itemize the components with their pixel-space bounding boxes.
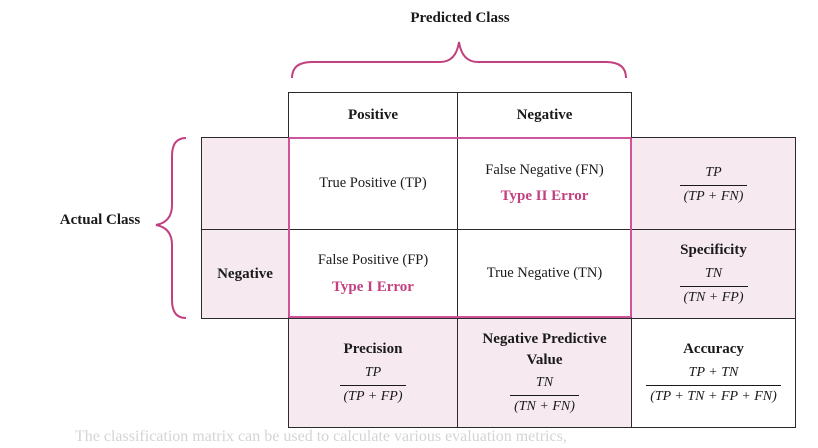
top-brace xyxy=(291,41,627,79)
header-positive: Positive xyxy=(288,92,458,138)
cell-precision: Precision TP (TP + FP) xyxy=(288,318,458,428)
row-label-positive xyxy=(201,137,289,230)
npv-formula: TN (TN + FN) xyxy=(510,374,579,417)
specificity-formula: TN (TN + FP) xyxy=(679,265,748,308)
type-ii-error: Type II Error xyxy=(500,188,589,205)
left-brace xyxy=(155,137,187,319)
cell-sensitivity: TP (TP + FN) xyxy=(631,137,796,230)
type-i-error: Type I Error xyxy=(332,278,414,295)
header-negative: Negative xyxy=(457,92,632,138)
actual-class-label: Actual Class xyxy=(59,212,141,228)
row-label-negative: Negative xyxy=(201,229,289,319)
cell-false-negative: False Negative (FN) Type II Error xyxy=(457,137,632,230)
cell-npv: Negative Predictive Value TN (TN + FN) xyxy=(457,318,632,428)
footer-caption: The classification matrix can be used to… xyxy=(75,428,567,445)
precision-formula: TP (TP + FP) xyxy=(339,364,407,407)
cell-specificity: Specificity TN (TN + FP) xyxy=(631,229,796,319)
cell-true-negative: True Negative (TN) xyxy=(457,229,632,319)
cell-false-positive: False Positive (FP) Type I Error xyxy=(288,229,458,319)
sensitivity-formula: TP (TP + FN) xyxy=(679,164,748,207)
predicted-class-label: Predicted Class xyxy=(410,10,510,26)
accuracy-formula: TP + TN (TP + TN + FP + FN) xyxy=(646,364,781,407)
cell-accuracy: Accuracy TP + TN (TP + TN + FP + FN) xyxy=(631,318,796,428)
cell-true-positive: True Positive (TP) xyxy=(288,137,458,230)
